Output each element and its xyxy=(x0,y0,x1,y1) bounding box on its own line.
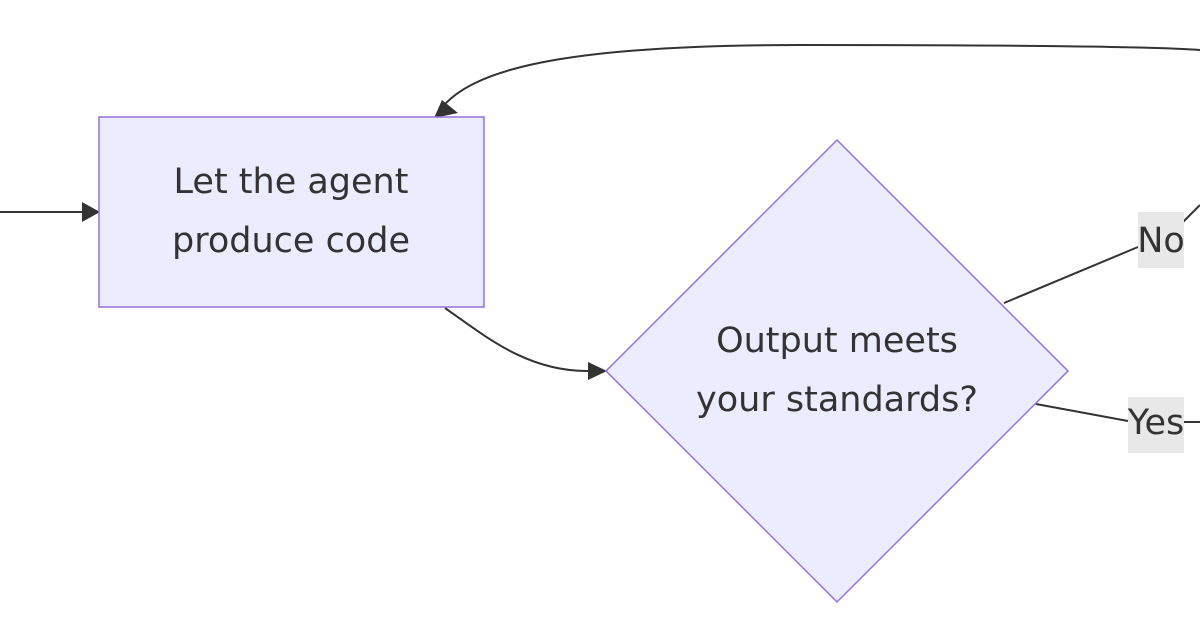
node-decision-line-1: Output meets xyxy=(716,321,958,361)
edge-loop-back-to-produce-code xyxy=(434,43,1200,118)
edge-produce-code-to-decision xyxy=(444,307,607,380)
arrowhead-icon xyxy=(82,202,100,222)
arrowhead-icon xyxy=(434,100,458,118)
node-produce-code-line-2: produce code xyxy=(172,221,410,261)
edge-label-yes-text: Yes xyxy=(1127,403,1185,443)
node-produce-code: Let the agent produce code xyxy=(98,116,485,308)
edge-entry-to-produce-code xyxy=(0,202,100,222)
node-decision-meets-standards: Output meets your standards? xyxy=(604,138,1070,604)
edge-label-no-text: No xyxy=(1137,221,1185,261)
edge-decision-yes xyxy=(1035,403,1200,423)
node-decision-line-2: your standards? xyxy=(696,380,978,420)
edge-decision-no xyxy=(1003,204,1200,304)
arrowhead-icon xyxy=(588,362,607,380)
edge-label-no: No xyxy=(1137,212,1185,268)
edge-label-yes: Yes xyxy=(1127,397,1185,453)
node-produce-code-line-1: Let the agent xyxy=(174,162,409,202)
